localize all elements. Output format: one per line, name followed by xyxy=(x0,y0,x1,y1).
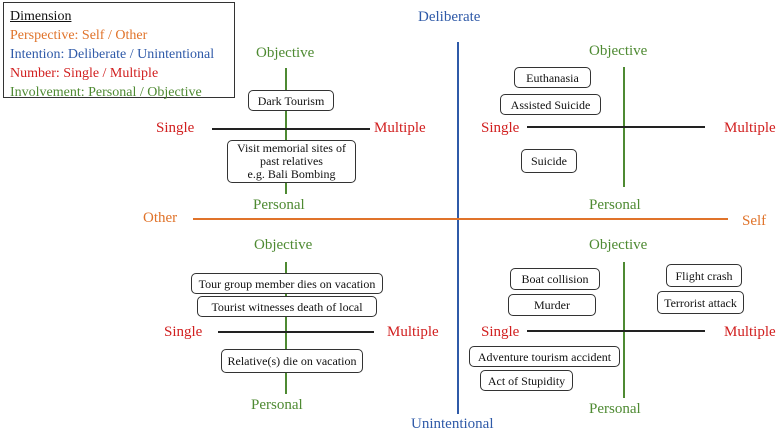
intention-axis xyxy=(457,42,459,414)
tr-personal-label: Personal xyxy=(589,197,641,213)
self-label: Self xyxy=(742,213,767,229)
flight-crash-box: Flight crash xyxy=(666,264,742,287)
assisted-suicide-box: Assisted Suicide xyxy=(500,94,601,115)
legend-involvement: Involvement: Personal / Objective xyxy=(10,85,202,100)
memorial-line-3: e.g. Bali Bombing xyxy=(247,167,336,181)
tl-involvement-axis xyxy=(285,68,287,194)
other-label: Other xyxy=(143,210,178,226)
tl-multiple-label: Multiple xyxy=(374,120,426,136)
memorial-sites-box: Visit memorial sites of past relatives e… xyxy=(227,140,356,183)
legend-title: Dimension xyxy=(10,9,72,24)
adventure-tourism-box: Adventure tourism accident xyxy=(469,346,620,367)
legend-intention: Intention: Deliberate / Unintentional xyxy=(10,47,215,62)
unintentional-label: Unintentional xyxy=(411,416,494,432)
bl-involvement-axis xyxy=(285,262,287,394)
bl-multiple-label: Multiple xyxy=(387,324,439,340)
bl-single-label: Single xyxy=(164,324,203,340)
tl-objective-label: Objective xyxy=(256,45,315,61)
act-of-stupidity-box: Act of Stupidity xyxy=(480,370,573,391)
tr-objective-label: Objective xyxy=(589,43,648,59)
br-single-label: Single xyxy=(481,324,520,340)
legend-number: Number: Single / Multiple xyxy=(10,66,159,81)
perspective-axis xyxy=(193,218,728,220)
suicide-box: Suicide xyxy=(521,149,577,173)
br-number-axis xyxy=(527,330,705,332)
boat-collision-box: Boat collision xyxy=(510,268,600,290)
memorial-line-2: past relatives xyxy=(260,154,323,168)
murder-box: Murder xyxy=(508,294,596,316)
legend-perspective: Perspective: Self / Other xyxy=(10,28,148,43)
tl-number-axis xyxy=(212,128,370,130)
tr-multiple-label: Multiple xyxy=(724,120,776,136)
tl-single-label: Single xyxy=(156,120,195,136)
br-multiple-label: Multiple xyxy=(724,324,776,340)
tourist-witnesses-box: Tourist witnesses death of local xyxy=(197,296,377,317)
tour-group-member-box: Tour group member dies on vacation xyxy=(191,273,383,294)
bl-personal-label: Personal xyxy=(251,397,303,413)
memorial-line-1: Visit memorial sites of xyxy=(237,141,346,155)
br-personal-label: Personal xyxy=(589,401,641,417)
bl-number-axis xyxy=(218,331,374,333)
terrorist-attack-box: Terrorist attack xyxy=(657,291,744,314)
br-objective-label: Objective xyxy=(589,237,648,253)
tr-single-label: Single xyxy=(481,120,520,136)
relatives-die-box: Relative(s) die on vacation xyxy=(221,349,363,373)
euthanasia-box: Euthanasia xyxy=(514,67,591,88)
bl-objective-label: Objective xyxy=(254,237,313,253)
tl-personal-label: Personal xyxy=(253,197,305,213)
tr-number-axis xyxy=(527,126,705,128)
dark-tourism-box: Dark Tourism xyxy=(248,90,334,111)
deliberate-label: Deliberate xyxy=(418,9,481,25)
legend-box: Dimension Perspective: Self / Other Inte… xyxy=(3,2,235,100)
